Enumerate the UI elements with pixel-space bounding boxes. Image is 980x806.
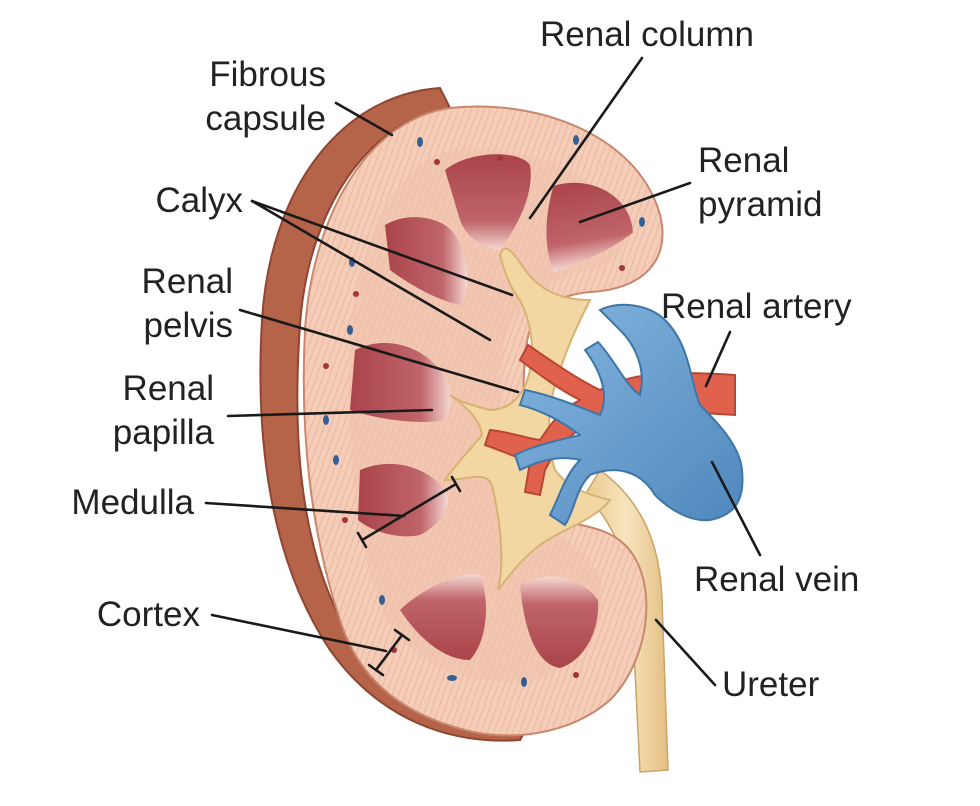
label-medulla: Medulla (71, 483, 194, 522)
label-renal-pyramid-line2: pyramid (698, 185, 822, 224)
label-renal-pelvis-line2: pelvis (144, 306, 233, 345)
label-renal-papilla-line2: papilla (113, 413, 215, 452)
label-renal-vein: Renal vein (694, 560, 859, 599)
label-renal-pelvis-line1: Renal (142, 262, 233, 301)
label-renal-column: Renal column (540, 15, 754, 54)
label-renal-pyramid-line1: Renal (698, 141, 789, 180)
label-ureter: Ureter (722, 665, 820, 704)
label-fibrous-capsule-line2: capsule (205, 99, 326, 138)
label-calyx: Calyx (155, 181, 243, 220)
label-renal-papilla-line1: Renal (123, 369, 214, 408)
label-cortex: Cortex (97, 595, 201, 634)
label-renal-artery: Renal artery (661, 287, 852, 326)
label-fibrous-capsule-line1: Fibrous (209, 55, 326, 94)
